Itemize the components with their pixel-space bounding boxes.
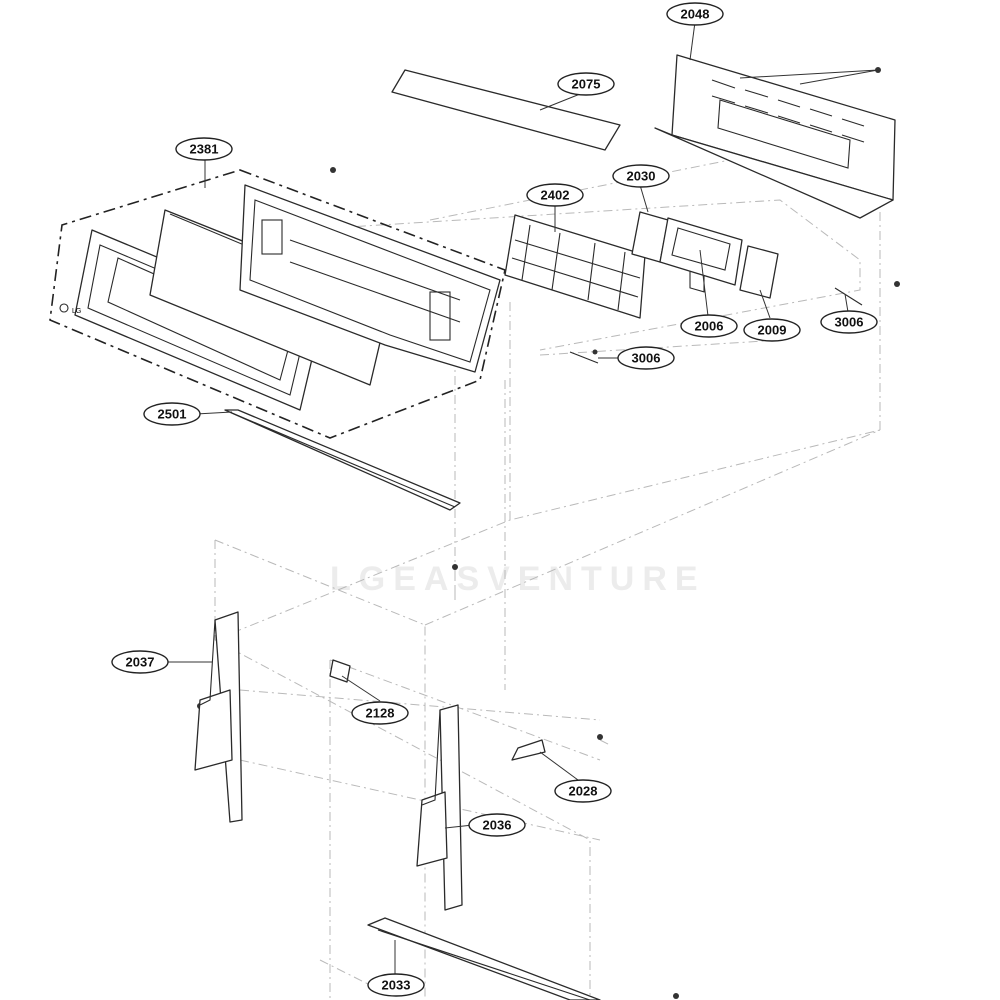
- callout-2028: 2028: [554, 779, 612, 803]
- callout-2128: 2128: [351, 701, 409, 725]
- callout-label: 2006: [695, 319, 724, 334]
- control-board-2009: [739, 245, 779, 299]
- callout-2036: 2036: [468, 813, 526, 837]
- phantom-cabinet-lines: [214, 129, 881, 1000]
- callout-label: 2381: [190, 142, 219, 157]
- clip-2128: [329, 659, 351, 683]
- watermark: LGEASVENTURE: [330, 560, 706, 598]
- callout-2048: 2048: [666, 2, 724, 26]
- callout-label: 3006: [632, 351, 661, 366]
- callout-label: 2033: [382, 978, 411, 993]
- callout-label: 2009: [758, 323, 787, 338]
- callout-label: 2501: [158, 407, 187, 422]
- control-board-2006: [659, 217, 743, 286]
- callout-2381: 2381: [175, 137, 233, 161]
- pin-3006-right: [834, 287, 863, 306]
- callout-2006: 2006: [680, 314, 738, 338]
- callout-label: 3006: [835, 315, 864, 330]
- callout-label: 2128: [366, 706, 395, 721]
- callout-label: 2037: [126, 655, 155, 670]
- pin-3006-left: [569, 351, 599, 364]
- leader-lines: [165, 21, 879, 974]
- callout-2030: 2030: [612, 164, 670, 188]
- callout-3006-left: 3006: [617, 346, 675, 370]
- callout-label: 2030: [627, 169, 656, 184]
- callout-label: 2075: [572, 77, 601, 92]
- callout-2037: 2037: [111, 650, 169, 674]
- callout-label: 2048: [681, 7, 710, 22]
- left-side-bracket: [194, 611, 243, 823]
- rear-vent-panel: [654, 54, 896, 293]
- callout-2009: 2009: [743, 318, 801, 342]
- bottom-rail: [367, 917, 601, 1000]
- clip-2028: [511, 739, 546, 761]
- brand-logo: LG: [72, 308, 81, 315]
- callout-label: 2036: [483, 818, 512, 833]
- control-panel-rear-housing: [239, 184, 501, 373]
- callout-3006-right: 3006: [820, 310, 878, 334]
- callout-2033: 2033: [367, 973, 425, 997]
- control-panel-assembly-outline: [49, 169, 506, 439]
- pcb-bracket: [504, 214, 646, 319]
- callout-label: 2402: [541, 188, 570, 203]
- callout-2501: 2501: [143, 402, 201, 426]
- trim-strip: [224, 409, 461, 511]
- callout-2402: 2402: [526, 183, 584, 207]
- callout-2075: 2075: [557, 72, 615, 96]
- right-side-bracket: [416, 704, 463, 911]
- callout-label: 2028: [569, 784, 598, 799]
